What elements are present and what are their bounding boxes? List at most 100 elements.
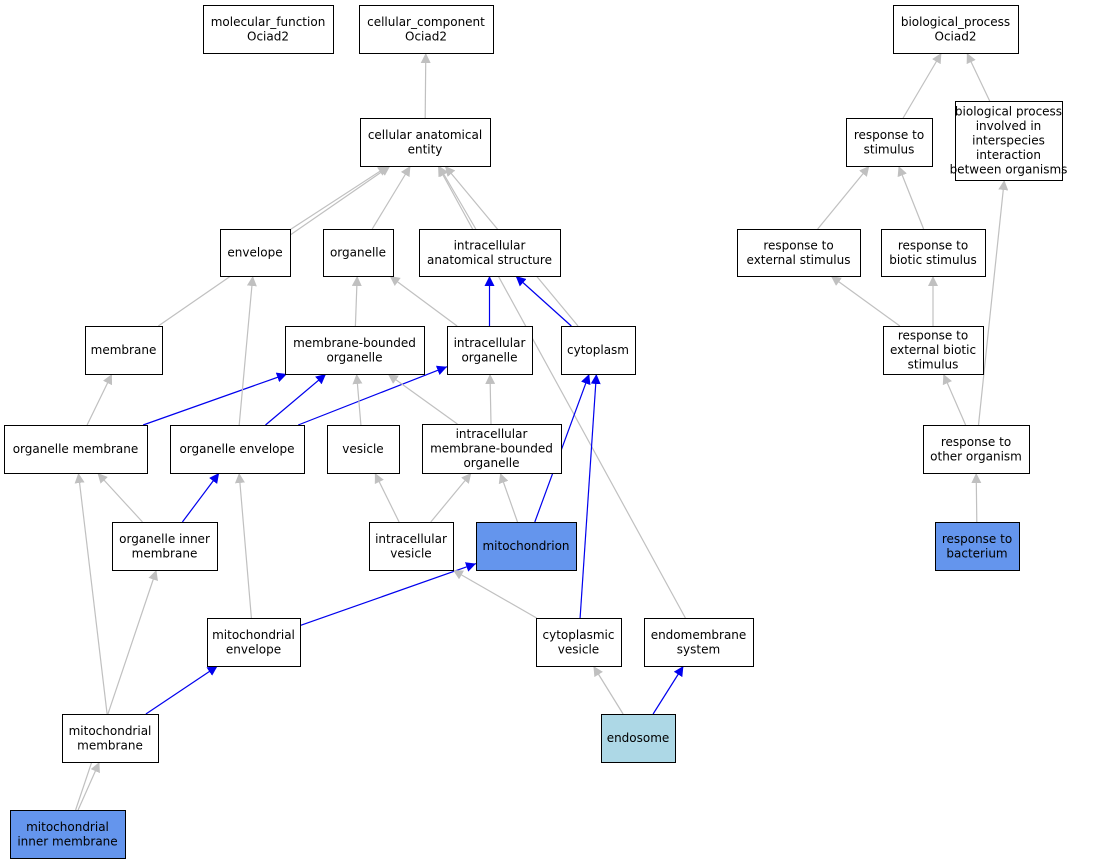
node-label: inner membrane [17, 834, 117, 848]
node-label: mitochondrion [482, 539, 569, 553]
node-box [955, 101, 1063, 181]
node-box [536, 618, 622, 667]
node-box [203, 5, 334, 54]
node-label: vesicle [390, 546, 431, 560]
node-label: response to [898, 329, 968, 343]
node-organelle-membrane[interactable]: organelle membrane [4, 425, 148, 474]
node-label: response to [941, 435, 1011, 449]
node-box [601, 714, 676, 763]
node-box [285, 326, 425, 375]
node-box [323, 229, 394, 277]
node-box [935, 522, 1020, 571]
node-label: response to [763, 238, 833, 252]
edge-cellular_anatomical_entity-to-cellular_component [420, 52, 431, 119]
node-box [419, 229, 561, 277]
node-label: anatomical structure [427, 253, 552, 267]
edge-organelle_envelope-to-envelope [238, 275, 257, 426]
edge-mitochondrial_envelope-to-mitochondrion [299, 562, 477, 627]
node-label: mitochondrial [26, 820, 109, 834]
edge-intracellular_anatomical_structure-to-cellular_anatomical_entity [438, 165, 477, 230]
node-vesicle[interactable]: vesicle [327, 425, 400, 474]
node-box [10, 810, 126, 859]
node-label: intracellular [375, 532, 447, 546]
node-box [112, 522, 218, 571]
node-box [893, 5, 1019, 54]
node-label: intracellular [454, 336, 526, 350]
node-label: intracellular [456, 427, 528, 441]
node-label: cellular_component [367, 15, 485, 29]
node-box [359, 5, 494, 54]
edge-response_to_other_organism-to-interspecies_interaction [977, 179, 1009, 426]
node-label: organelle [330, 246, 386, 260]
node-label: interaction [976, 148, 1041, 162]
node-box [644, 618, 754, 667]
edge-mitochondrial_inner_membrane-to-organelle_inner_membrane [75, 569, 158, 811]
edge-organelle_inner_membrane-to-organelle_envelope [181, 472, 220, 523]
node-mitochondrion[interactable]: mitochondrion [476, 522, 577, 571]
node-label: organelle [461, 350, 517, 364]
edge-mitochondrial_membrane-to-mitochondrial_envelope [145, 665, 218, 715]
node-box [883, 326, 984, 375]
node-label: cellular anatomical [368, 128, 482, 142]
edge-response_to_external_stimulus-to-response_to_stimulus [817, 165, 870, 230]
node-organelle-envelope[interactable]: organelle envelope [170, 425, 305, 474]
node-label: system [677, 642, 720, 656]
node-label: interspecies [972, 134, 1045, 148]
node-label: membrane-bounded [293, 336, 416, 350]
node-label: membrane [132, 546, 198, 560]
edge-intracellular_vesicle-to-intracellular_membrane_bounded_organelle [430, 472, 472, 523]
node-label: vesicle [558, 642, 599, 656]
node-label: intracellular [454, 238, 526, 252]
node-label: response to [942, 532, 1012, 546]
node-box [447, 326, 533, 375]
node-label: organelle membrane [13, 442, 139, 456]
node-envelope[interactable]: envelope [220, 229, 291, 277]
node-label: membrane [91, 343, 157, 357]
edge-response_to_other_organism-to-response_to_external_biotic_stimulus [942, 373, 967, 426]
node-label: Ociad2 [405, 29, 447, 43]
edge-interspecies_interaction-to-biological_process [966, 52, 991, 102]
node-box [170, 425, 305, 474]
node-membrane[interactable]: membrane [85, 326, 163, 375]
node-label: endosome [607, 731, 670, 745]
edge-endosome-to-cytoplasmic_vesicle [592, 665, 624, 715]
node-label: membrane-bounded [430, 442, 553, 456]
node-label: organelle [463, 456, 519, 470]
edge-organelle_envelope-to-membrane_bounded_organelle [265, 373, 327, 426]
node-organelle[interactable]: organelle [323, 229, 394, 277]
edge-mitochondrial_envelope-to-organelle_envelope [234, 472, 252, 619]
node-cytoplasm[interactable]: cytoplasm [561, 326, 636, 375]
edge-membrane_bounded_organelle-to-organelle [351, 275, 362, 327]
node-label: biotic stimulus [889, 253, 977, 267]
node-label: bacterium [946, 546, 1007, 560]
node-box [881, 229, 986, 277]
node-label: stimulus [908, 358, 959, 372]
edge-endosome-to-endomembrane_system [652, 665, 684, 715]
edge-organelle_inner_membrane-to-organelle_membrane [97, 472, 143, 523]
node-endosome[interactable]: endosome [601, 714, 676, 763]
edge-organelle_membrane-to-membrane_bounded_organelle [142, 372, 288, 426]
